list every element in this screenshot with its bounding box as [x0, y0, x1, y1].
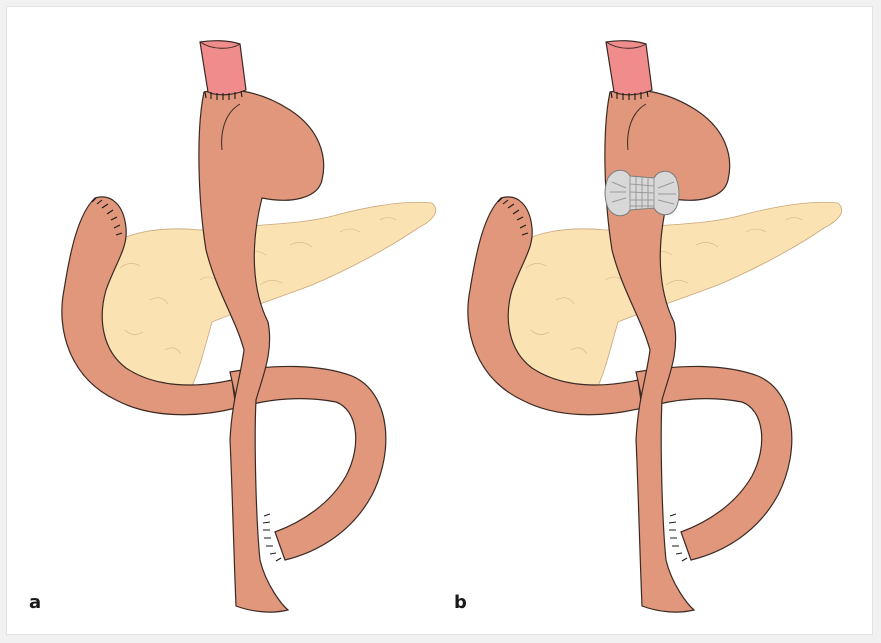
panel-label-a: a [29, 592, 41, 613]
panel-b-drawing [468, 41, 842, 612]
panel-a-drawing [62, 41, 436, 612]
panel-label-b: b [454, 592, 467, 613]
